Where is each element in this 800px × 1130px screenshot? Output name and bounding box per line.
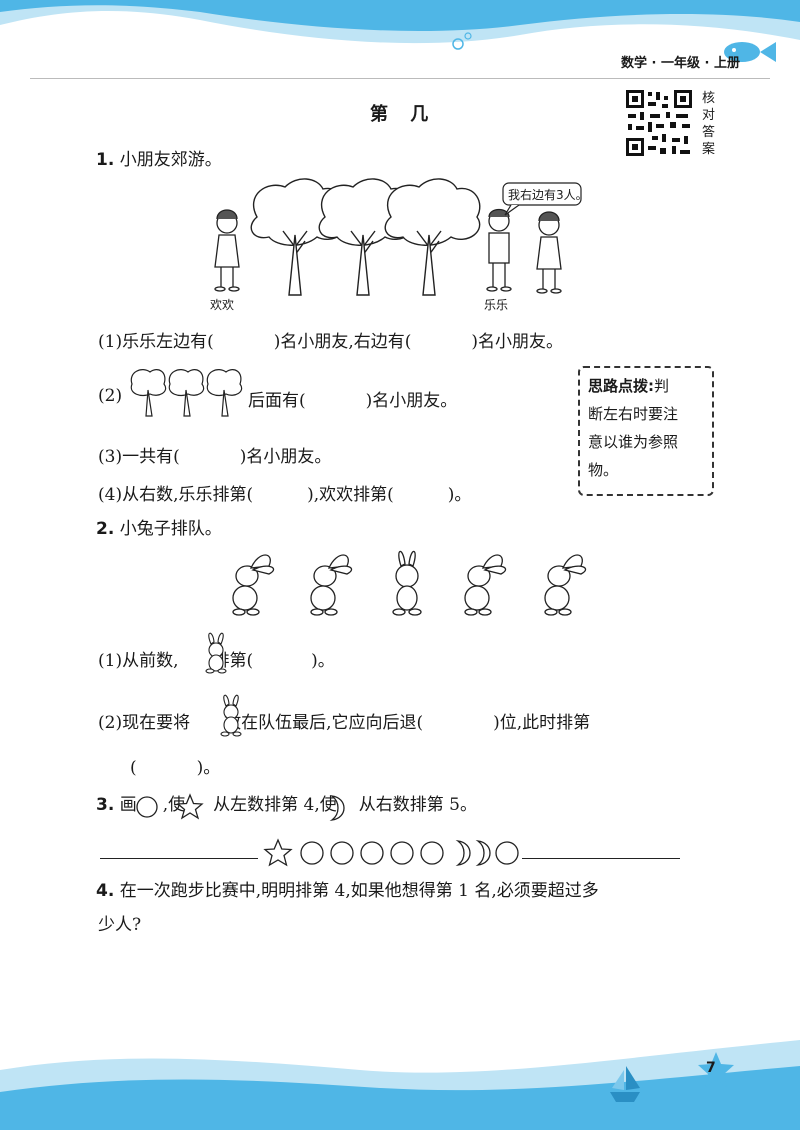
- question-3-heading: 3. 画 ,使 从左数排第 4,使 从右数排第 5。: [96, 793, 477, 817]
- question-4-line2: 少人?: [98, 915, 142, 935]
- qr-code-icon: [624, 88, 694, 158]
- kids-and-trees-illustration: [214, 178, 582, 296]
- text-segment: (4)从右数,乐乐排第(: [98, 485, 254, 505]
- rabbit-front-icon: [220, 694, 242, 737]
- circle-icon: [330, 841, 354, 865]
- question-number: 4.: [96, 881, 115, 901]
- rabbit-icon: [544, 554, 587, 616]
- hint-label: 思路点拨:: [588, 377, 654, 395]
- qr-label-char: 答: [702, 125, 716, 140]
- q1-sub3: (3)一共有( )名小朋友。: [98, 442, 331, 467]
- star-icon: [176, 793, 204, 820]
- girl-icon: [214, 209, 240, 292]
- question-4: 4. 在一次跑步比赛中,明明排第 4,如果他想得第 1 名,必须要超过多: [96, 879, 599, 903]
- rabbit-icon: [232, 554, 275, 616]
- qr-label-char: 案: [702, 142, 716, 157]
- question-number: 3.: [96, 795, 115, 815]
- qr-label: 核 对 答 案: [702, 90, 716, 158]
- text-segment: )位,此时排第: [493, 713, 591, 733]
- tree-icon: [384, 178, 481, 296]
- fish-icon: [724, 42, 776, 62]
- question-number: 2.: [96, 519, 115, 539]
- q1-sub2: (2): [98, 386, 122, 406]
- rabbit-front-icon: [205, 632, 227, 674]
- q2-sub2: (2)现在要将 放在队伍最后,它应向后退( )位,此时排第: [98, 708, 590, 733]
- text-segment: (1)从前数,: [98, 651, 179, 671]
- text-segment: )名小朋友,右边有(: [273, 332, 412, 352]
- moon-icon: [329, 795, 345, 821]
- text-segment: (2)现在要将: [98, 713, 191, 733]
- hint-box: 思路点拨:判 断左右时要注 意以谁为参照 物。: [578, 366, 714, 496]
- q3-inline-shapes: [136, 793, 345, 821]
- hint-text: 意以谁为参照: [588, 433, 679, 451]
- text-segment: ),欢欢排第(: [307, 485, 394, 505]
- text-segment: )。: [196, 758, 221, 778]
- hint-text: 物。: [588, 461, 619, 479]
- header-divider: [30, 78, 770, 79]
- moon-icon: [475, 840, 491, 866]
- q1-sub2-rest: 后面有( )名小朋友。: [248, 386, 457, 411]
- page-number: 7: [706, 1060, 716, 1076]
- rabbit-icon: [464, 554, 507, 616]
- question-1-heading: 1. 小朋友郊游。: [96, 148, 222, 172]
- shape-row: [263, 838, 519, 867]
- circle-icon: [136, 796, 158, 818]
- qr-label-char: 核: [702, 91, 716, 106]
- qr-label-char: 对: [702, 108, 716, 123]
- hint-text: 判: [654, 377, 670, 395]
- circle-icon: [495, 841, 519, 865]
- text-segment: 画: [119, 795, 137, 815]
- q1-sub4: (4)从右数,乐乐排第( ),欢欢排第( )。: [98, 480, 471, 505]
- question-number: 1.: [96, 150, 115, 170]
- star-icon: [263, 838, 293, 867]
- header-wave-decoration: [0, 0, 800, 62]
- three-trees-icon: [130, 369, 243, 417]
- answer-line-left[interactable]: [100, 858, 258, 859]
- page-number-star-icon: [698, 1052, 734, 1087]
- text-segment: (2): [98, 386, 123, 406]
- text-segment: 放在队伍最后,它应向后退(: [224, 713, 424, 733]
- girl-icon: [536, 211, 562, 294]
- text-segment: )。: [447, 485, 472, 505]
- text-segment: 从左数排第 4,使: [213, 795, 337, 815]
- subject-label: 数学 · 一年级 · 上册: [621, 56, 740, 71]
- moon-icon: [455, 840, 471, 866]
- rabbit-front-icon: [392, 550, 422, 616]
- rabbit-queue-illustration: [232, 550, 587, 616]
- circle-icon: [420, 841, 444, 865]
- text-segment: )名小朋友。: [365, 391, 458, 411]
- circle-icon: [300, 841, 324, 865]
- text-segment: 后面有(: [248, 391, 306, 411]
- text-segment: )名小朋友。: [239, 447, 332, 467]
- text-segment: )名小朋友。: [471, 332, 564, 352]
- text-segment: )。: [311, 651, 335, 671]
- speech-bubble: [502, 182, 582, 206]
- text-segment: (1)乐乐左边有(: [98, 332, 214, 352]
- speech-text: 我右边有3人。: [508, 188, 588, 202]
- boy-icon: [486, 208, 512, 292]
- rabbit-icon: [310, 554, 353, 616]
- name-label-lele: 乐乐: [484, 298, 509, 312]
- text-segment: 从右数排第 5。: [358, 795, 477, 815]
- question-text: 在一次跑步比赛中,明明排第 4,如果他想得第 1 名,必须要超过多: [119, 881, 599, 901]
- sailboat-icon: [610, 1066, 640, 1102]
- text-segment: (: [130, 758, 137, 778]
- circle-icon: [390, 841, 414, 865]
- page-title: 第 几: [370, 104, 437, 125]
- question-2-heading: 2. 小兔子排队。: [96, 517, 222, 541]
- hint-text: 断左右时要注: [588, 405, 679, 423]
- footer-wave-decoration: [0, 1040, 800, 1130]
- answer-line-right[interactable]: [522, 858, 680, 859]
- question-text: 小兔子排队。: [119, 519, 222, 539]
- circle-icon: [360, 841, 384, 865]
- q1-sub1: (1)乐乐左边有( )名小朋友,右边有( )名小朋友。: [98, 327, 563, 352]
- text-segment: (3)一共有(: [98, 447, 180, 467]
- name-label-huanhuan: 欢欢: [210, 298, 235, 312]
- question-text: 小朋友郊游。: [119, 150, 222, 170]
- q2-sub2-cont: ( )。: [130, 753, 220, 778]
- text-segment: ,使: [162, 795, 186, 815]
